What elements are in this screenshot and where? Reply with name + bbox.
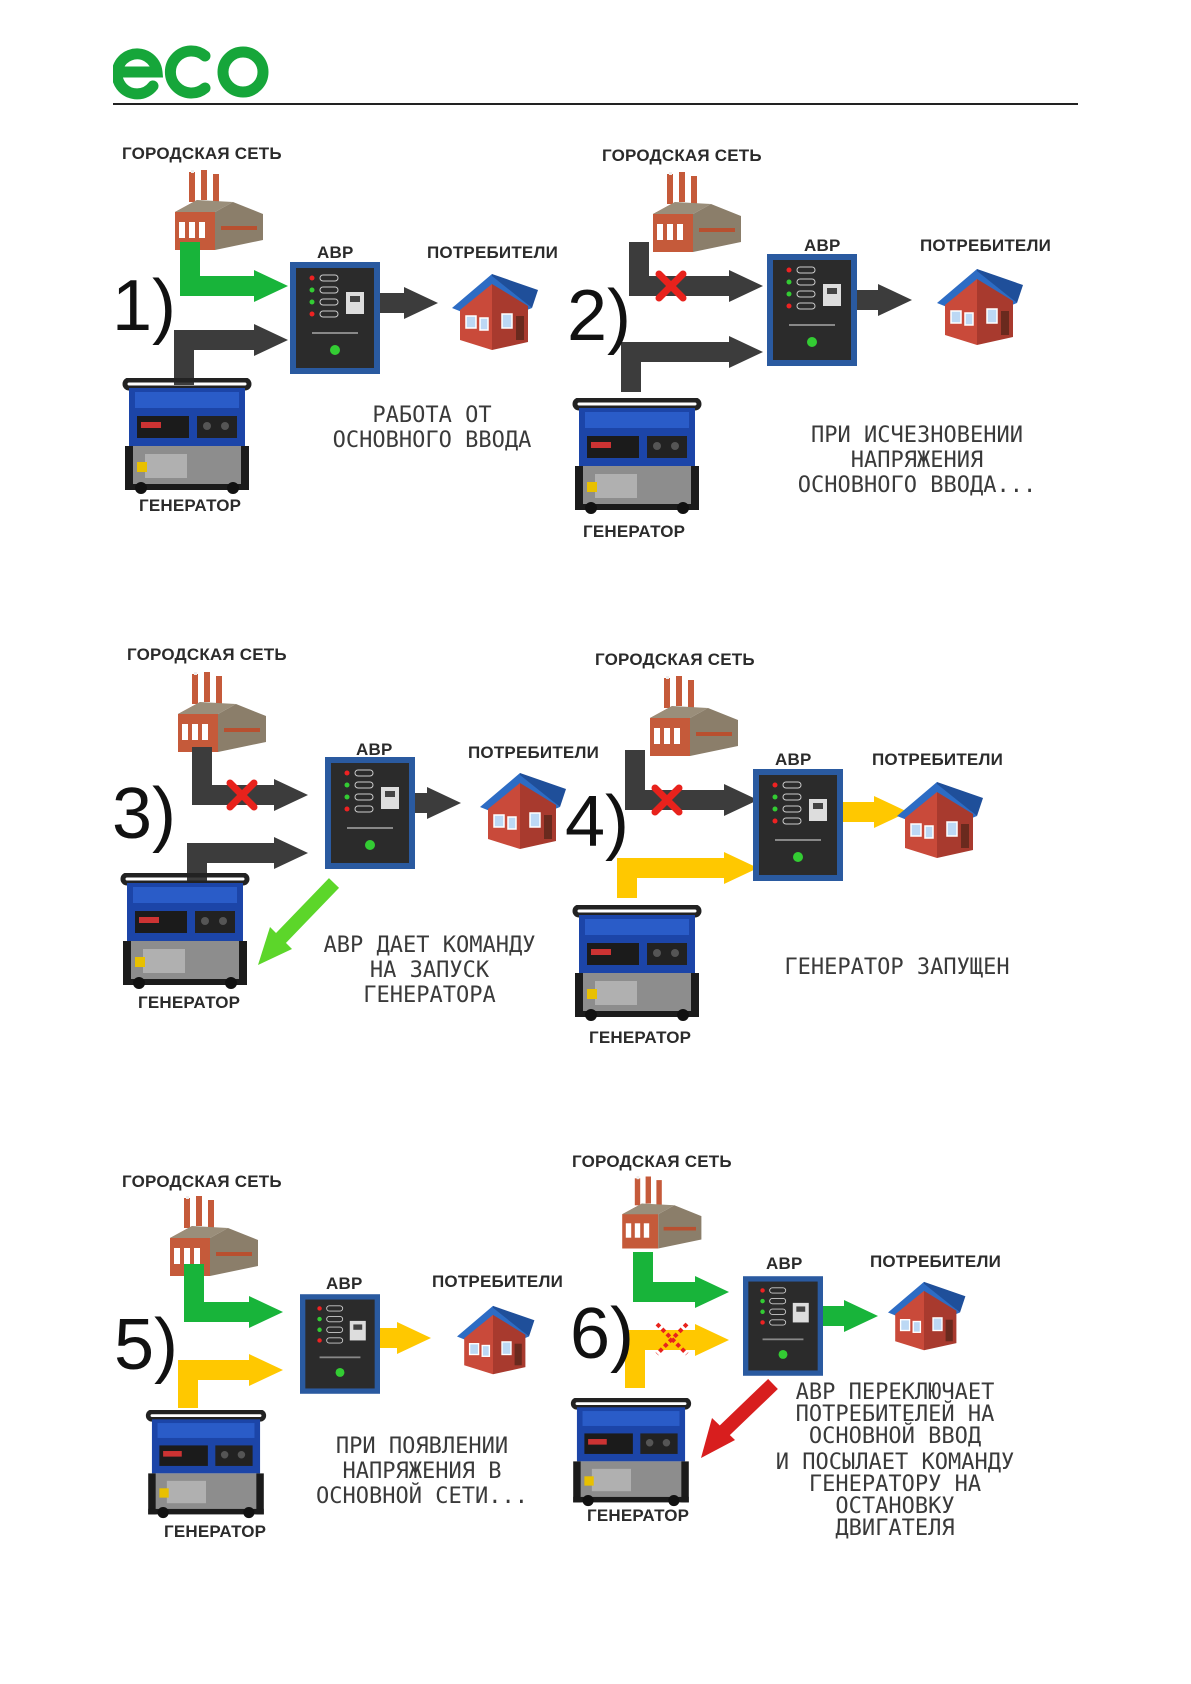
- avr-label: АВР: [766, 1254, 803, 1273]
- generator-label: ГЕНЕРАТОР: [139, 496, 242, 515]
- step-caption: ГЕНЕРАТОР ЗАПУЩЕН: [784, 955, 1010, 980]
- start-command-arrow: [274, 878, 340, 944]
- avr-panel-icon: [743, 1274, 823, 1378]
- avr-label: АВР: [317, 243, 354, 262]
- avr-panel-icon: [753, 769, 843, 881]
- generator-label: ГЕНЕРАТОР: [164, 1522, 267, 1541]
- stop-command-arrow: [718, 1378, 778, 1438]
- avr-label: АВР: [775, 750, 812, 769]
- consumers-label: ПОТРЕБИТЕЛИ: [920, 236, 1052, 255]
- scene-6: ГОРОДСКАЯ СЕТЬ АВР ПОТРЕБИТЕЛИ 6) ГЕНЕРА…: [570, 1152, 1075, 1592]
- step-number: 1): [112, 266, 177, 346]
- consumers-label: ПОТРЕБИТЕЛИ: [427, 243, 559, 262]
- city-grid-label: ГОРОДСКАЯ СЕТЬ: [122, 1172, 282, 1191]
- avr-panel-icon: [290, 262, 380, 374]
- cross-mark: [655, 270, 687, 302]
- generator-label: ГЕНЕРАТОР: [589, 1028, 692, 1047]
- city-grid-label: ГОРОДСКАЯ СЕТЬ: [602, 146, 762, 165]
- generator-icon: [140, 1410, 272, 1520]
- city-grid-label: ГОРОДСКАЯ СЕТЬ: [122, 144, 282, 163]
- step-number: 2): [567, 276, 632, 356]
- generator-icon: [565, 1398, 697, 1508]
- avr-panel-icon: [300, 1292, 380, 1396]
- generator-label: ГЕНЕРАТОР: [138, 993, 241, 1012]
- scene-2: ГОРОДСКАЯ СЕТЬ АВР ПОТРЕБИТЕЛИ 2) ГЕНЕРА…: [567, 140, 1097, 580]
- house-icon: [879, 1276, 969, 1358]
- eco-logo-mark: [111, 45, 269, 100]
- flow-arrows: [617, 750, 908, 898]
- cross-mark: [655, 1322, 689, 1356]
- consumers-label: ПОТРЕБИТЕЛИ: [432, 1272, 564, 1291]
- consumers-label: ПОТРЕБИТЕЛИ: [872, 750, 1004, 769]
- house-icon: [887, 776, 987, 866]
- scene-3: ГОРОДСКАЯ СЕТЬ АВР ПОТРЕБИТЕЛИ 3) ГЕНЕРА…: [112, 645, 612, 1085]
- step-number: 5): [114, 1305, 179, 1385]
- cross-mark: [651, 784, 683, 816]
- step-number: 3): [112, 774, 177, 854]
- avr-label: АВР: [356, 740, 393, 759]
- house-icon: [448, 1300, 538, 1382]
- house-icon: [470, 767, 570, 857]
- scene-4: ГОРОДСКАЯ СЕТЬ АВР ПОТРЕБИТЕЛИ 4) ГЕНЕРА…: [565, 650, 1097, 1090]
- generator-icon: [117, 378, 257, 496]
- avr-label: АВР: [804, 236, 841, 255]
- flow-arrows: [174, 242, 438, 385]
- house-icon: [442, 268, 542, 358]
- eco-logo: [111, 38, 273, 107]
- generator-icon: [115, 873, 255, 991]
- consumers-label: ПОТРЕБИТЕЛИ: [870, 1252, 1002, 1271]
- flow-arrows: [625, 1252, 878, 1458]
- city-grid-label: ГОРОДСКАЯ СЕТЬ: [127, 645, 287, 664]
- scene-1: ГОРОДСКАЯ СЕТЬ АВР ПОТРЕБИТЕЛИ 1) ГЕНЕРА…: [112, 140, 612, 580]
- avr-label: АВР: [326, 1274, 363, 1293]
- generator-icon: [567, 905, 707, 1023]
- generator-icon: [567, 398, 707, 516]
- generator-label: ГЕНЕРАТОР: [583, 522, 686, 541]
- avr-panel-icon: [325, 757, 415, 869]
- consumers-label: ПОТРЕБИТЕЛИ: [468, 743, 600, 762]
- header-divider: [113, 103, 1078, 105]
- city-grid-label: ГОРОДСКАЯ СЕТЬ: [572, 1152, 732, 1171]
- generator-label: ГЕНЕРАТОР: [587, 1506, 690, 1525]
- scene-5: ГОРОДСКАЯ СЕТЬ АВР ПОТРЕБИТЕЛИ 5) ГЕНЕРА…: [112, 1172, 612, 1612]
- cross-mark: [226, 779, 258, 811]
- city-grid-label: ГОРОДСКАЯ СЕТЬ: [595, 650, 755, 669]
- avr-panel-icon: [767, 254, 857, 366]
- step-number: 6): [570, 1294, 635, 1374]
- house-icon: [927, 263, 1027, 353]
- step-number: 4): [565, 782, 630, 862]
